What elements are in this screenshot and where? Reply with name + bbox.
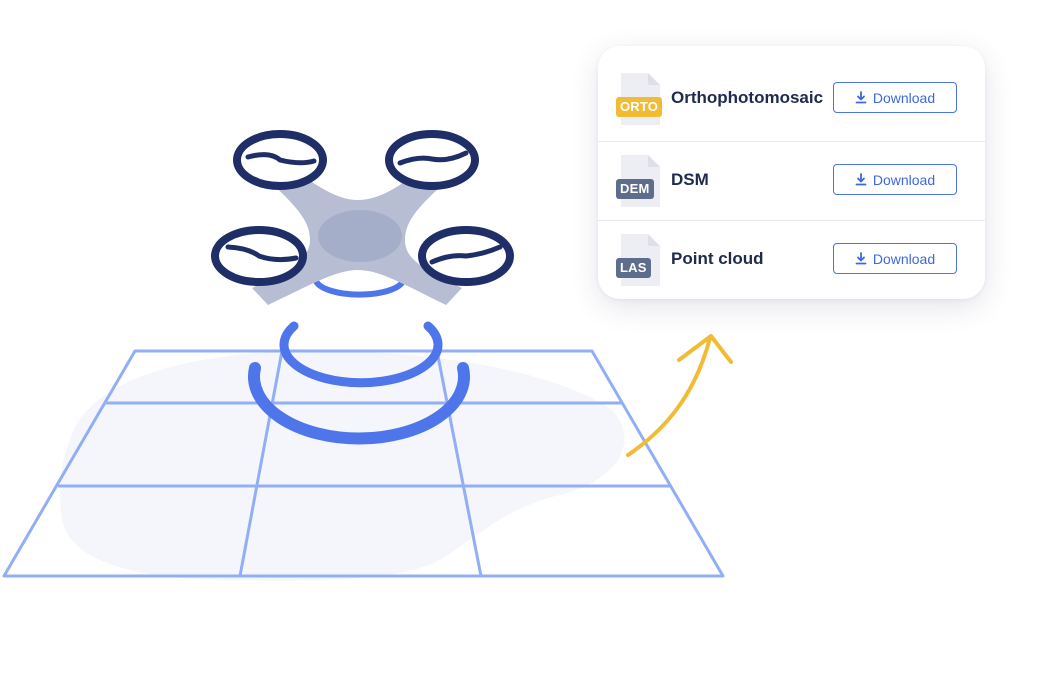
file-icon: ORTO	[616, 73, 662, 125]
download-button-label: Download	[873, 90, 935, 106]
rotor-top-left	[237, 134, 323, 186]
download-button[interactable]: Download	[833, 164, 957, 195]
download-icon	[855, 173, 867, 186]
rotor-bottom-right	[422, 230, 510, 282]
signal-wave-small	[316, 281, 403, 295]
file-label: DSM	[671, 170, 709, 190]
drone-icon	[215, 134, 510, 305]
file-row-dsm: DEM DSM Download	[598, 141, 985, 222]
file-type-badge: ORTO	[616, 97, 662, 117]
rotor-bottom-left	[215, 230, 303, 282]
file-type-badge: LAS	[616, 258, 651, 278]
download-button-label: Download	[873, 251, 935, 267]
file-type-badge: DEM	[616, 179, 654, 199]
download-icon	[855, 91, 867, 104]
download-icon	[855, 252, 867, 265]
file-icon: LAS	[616, 234, 662, 286]
rotor-top-right	[389, 134, 475, 186]
download-button[interactable]: Download	[833, 82, 957, 113]
download-button-label: Download	[873, 172, 935, 188]
export-files-card: ORTO Orthophotomosaic Download DEM DSM D…	[598, 46, 985, 299]
file-label: Orthophotomosaic	[671, 88, 823, 108]
file-label: Point cloud	[671, 249, 764, 269]
file-row-orthophotomosaic: ORTO Orthophotomosaic Download	[598, 60, 985, 140]
file-icon: DEM	[616, 155, 662, 207]
file-row-point-cloud: LAS Point cloud Download	[598, 220, 985, 299]
download-button[interactable]: Download	[833, 243, 957, 274]
